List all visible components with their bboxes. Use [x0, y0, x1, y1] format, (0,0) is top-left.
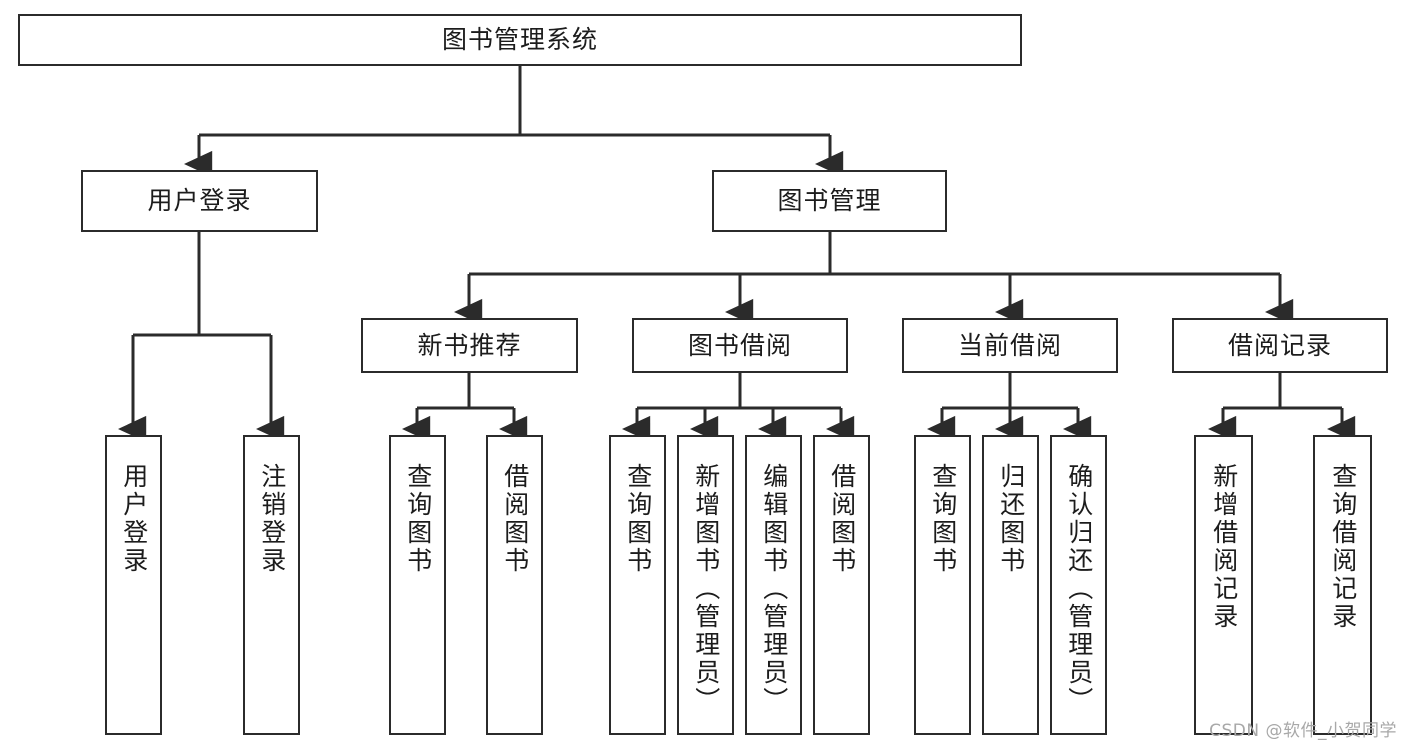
node-label: 查询图书: [623, 463, 653, 575]
leaf-borrow-add-book-admin[interactable]: 新增图书（管理员）: [677, 435, 734, 735]
node-label: 借阅图书: [827, 463, 857, 575]
node-label: 图书管理: [777, 186, 882, 215]
leaf-borrow-edit-book-admin[interactable]: 编辑图书（管理员）: [745, 435, 802, 735]
node-label: 查询借阅记录: [1328, 463, 1358, 631]
node-label: 归还图书: [996, 463, 1026, 575]
leaf-new-book-query-books[interactable]: 查询图书: [389, 435, 446, 735]
node-label: 借阅记录: [1227, 330, 1332, 360]
node-label: 新增图书（管理员）: [691, 463, 721, 715]
leaf-current-return-books[interactable]: 归还图书: [982, 435, 1039, 735]
node-book-management[interactable]: 图书管理: [712, 170, 947, 232]
node-label: 用户登录: [119, 463, 149, 575]
node-label: 查询图书: [403, 463, 433, 575]
node-label: 当前借阅: [957, 330, 1062, 360]
node-label: 图书管理系统: [441, 25, 598, 54]
node-label: 用户登录: [147, 186, 252, 215]
node-label: 确认归还（管理员）: [1064, 463, 1094, 715]
leaf-current-confirm-return-admin[interactable]: 确认归还（管理员）: [1050, 435, 1107, 735]
leaf-borrow-borrow-books[interactable]: 借阅图书: [813, 435, 870, 735]
node-current-borrowing[interactable]: 当前借阅: [902, 318, 1118, 373]
node-label: 新增借阅记录: [1209, 463, 1239, 631]
node-label: 注销登录: [257, 463, 287, 575]
node-label: 查询图书: [928, 463, 958, 575]
leaf-new-book-borrow-books[interactable]: 借阅图书: [486, 435, 543, 735]
node-label: 编辑图书（管理员）: [759, 463, 789, 715]
node-borrowing-records[interactable]: 借阅记录: [1172, 318, 1388, 373]
leaf-user-login-logout[interactable]: 注销登录: [243, 435, 300, 735]
node-book-borrowing[interactable]: 图书借阅: [632, 318, 848, 373]
node-book-management-system[interactable]: 图书管理系统: [18, 14, 1022, 66]
csdn-watermark: CSDN @软件_小贺同学: [1209, 721, 1397, 741]
node-label: 借阅图书: [500, 463, 530, 575]
leaf-borrow-query-books[interactable]: 查询图书: [609, 435, 666, 735]
leaf-records-query-record[interactable]: 查询借阅记录: [1313, 435, 1372, 735]
leaf-current-query-books[interactable]: 查询图书: [914, 435, 971, 735]
node-label: 图书借阅: [687, 330, 792, 360]
node-new-book-recommendation[interactable]: 新书推荐: [361, 318, 578, 373]
leaf-records-add-record[interactable]: 新增借阅记录: [1194, 435, 1253, 735]
leaf-user-login-login[interactable]: 用户登录: [105, 435, 162, 735]
node-user-login[interactable]: 用户登录: [81, 170, 318, 232]
node-label: 新书推荐: [417, 330, 522, 360]
